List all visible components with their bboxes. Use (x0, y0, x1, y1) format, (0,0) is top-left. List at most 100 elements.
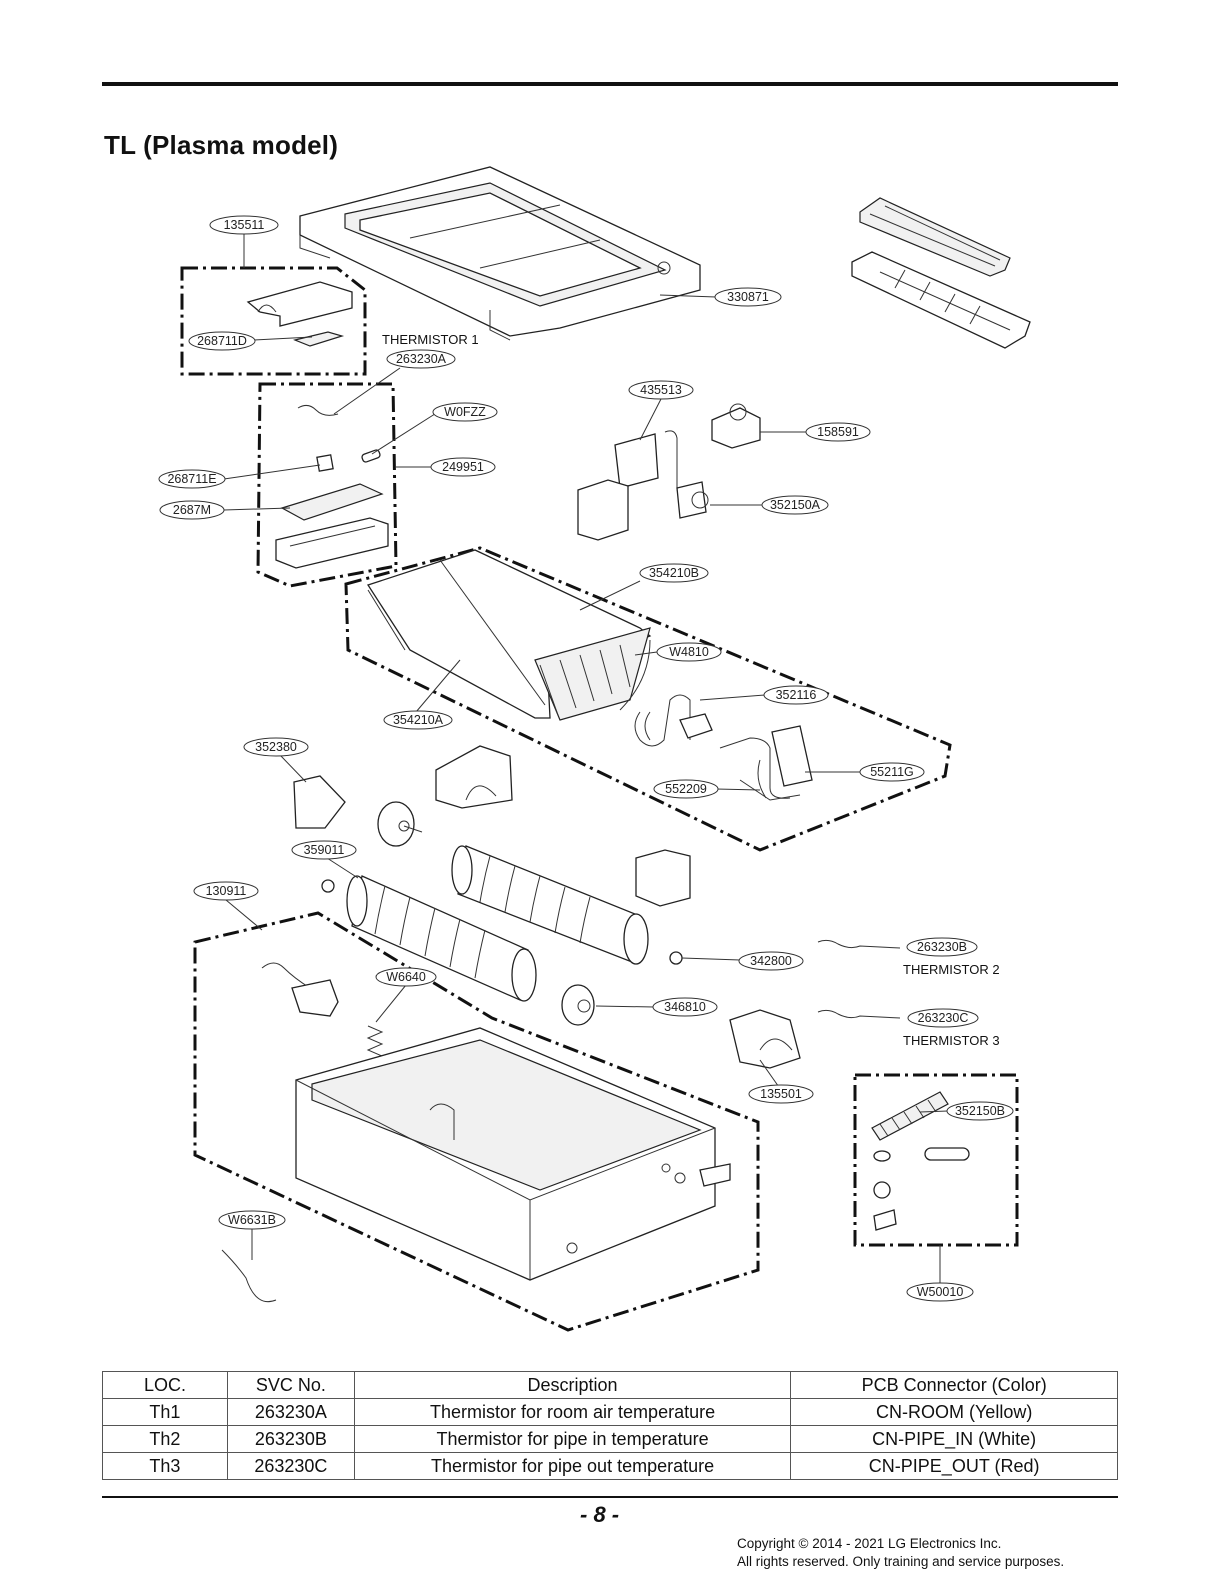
svg-text:263230A: 263230A (396, 352, 447, 366)
part-label: 263230B (906, 937, 978, 957)
part-label: 359011 (291, 840, 357, 860)
part-label: W6631B (218, 1210, 286, 1230)
part-label: W6640 (375, 967, 437, 987)
table-cell: Th2 (102, 1425, 228, 1453)
svg-text:352116: 352116 (776, 688, 817, 702)
thermistor-2-label: THERMISTOR 2 (903, 962, 1000, 977)
svg-text:352380: 352380 (255, 740, 297, 754)
pcb-assembly-drawing (275, 404, 389, 569)
svg-text:552209: 552209 (665, 782, 707, 796)
table-cell: 263230A (226, 1398, 355, 1426)
svg-text:W50010: W50010 (917, 1285, 964, 1299)
part-label: 352116 (763, 685, 829, 705)
table-header-row: LOC. SVC No. Description PCB Connector (… (102, 1371, 1118, 1399)
table-row: Th3 263230C Thermistor for pipe out temp… (102, 1452, 1118, 1480)
control-box-drawing (246, 281, 353, 347)
table-cell: Th1 (102, 1398, 228, 1426)
col-description-header: Description (353, 1371, 792, 1399)
svg-text:158591: 158591 (817, 425, 859, 439)
part-label-bubbles: 135511 268711D 330871 263230A W0FZZ 2499… (158, 215, 1014, 1302)
svg-text:249951: 249951 (442, 460, 484, 474)
right-parts-drawing (729, 939, 901, 1069)
part-label: 435513 (628, 380, 694, 400)
part-label: 552209 (653, 779, 719, 799)
col-svc-header: SVC No. (226, 1371, 355, 1399)
part-label: 55211G (859, 762, 925, 782)
svg-text:55211G: 55211G (870, 765, 914, 779)
thermistor-1-label: THERMISTOR 1 (382, 332, 479, 347)
part-label: 354210A (383, 710, 453, 730)
thermistor-table: LOC. SVC No. Description PCB Connector (… (102, 1371, 1118, 1480)
svg-text:W6631B: W6631B (228, 1213, 276, 1227)
table-cell: Th3 (102, 1452, 228, 1480)
svg-text:352150B: 352150B (955, 1104, 1005, 1118)
part-label: 135501 (748, 1084, 814, 1104)
base-pan-drawing (295, 1027, 731, 1281)
table-cell: Thermistor for room air temperature (353, 1398, 792, 1426)
copyright-line-1: Copyright © 2014 - 2021 LG Electronics I… (737, 1536, 1002, 1551)
chassis-frame-drawing (299, 166, 701, 341)
svg-text:330871: 330871 (727, 290, 769, 304)
table-cell: CN-ROOM (Yellow) (790, 1398, 1118, 1426)
filter-cover-drawing (851, 197, 1031, 349)
part-label: W50010 (906, 1282, 974, 1302)
drain-pump-drawing (577, 403, 761, 541)
svg-text:268711D: 268711D (197, 334, 247, 348)
svg-text:359011: 359011 (304, 843, 345, 857)
top-rule (102, 82, 1118, 86)
svg-text:W4810: W4810 (669, 645, 709, 659)
part-label: 135511 (209, 215, 279, 235)
accessory-kit-drawing (871, 1091, 970, 1231)
svg-text:354210A: 354210A (393, 713, 444, 727)
thermistor-3-label: THERMISTOR 3 (903, 1033, 1000, 1048)
svg-text:2687M: 2687M (173, 503, 211, 517)
evaporator-drawing (366, 549, 652, 721)
table-cell: 263230B (226, 1425, 355, 1453)
svg-text:263230C: 263230C (918, 1011, 969, 1025)
svg-text:135511: 135511 (224, 218, 265, 232)
part-label: 268711D (188, 331, 256, 351)
col-loc-header: LOC. (102, 1371, 228, 1399)
part-label: 158591 (805, 422, 871, 442)
part-label: 2687M (159, 500, 225, 520)
table-cell: 263230C (226, 1452, 355, 1480)
table-row: Th2 263230B Thermistor for pipe in tempe… (102, 1425, 1118, 1453)
part-label: 354210B (639, 563, 709, 583)
part-label: 130911 (193, 881, 259, 901)
part-label: 268711E (158, 469, 226, 489)
svg-text:342800: 342800 (750, 954, 792, 968)
part-label: 352380 (243, 737, 309, 757)
motor-and-supports-drawing (293, 745, 691, 907)
table-cell: Thermistor for pipe in temperature (353, 1425, 792, 1453)
svg-text:268711E: 268711E (167, 472, 216, 486)
part-label: 263230C (907, 1008, 979, 1028)
table-cell: Thermistor for pipe out temperature (353, 1452, 792, 1480)
bottom-rule (102, 1496, 1118, 1498)
svg-text:346810: 346810 (664, 1000, 706, 1014)
part-label: 263230A (386, 349, 456, 369)
svg-text:W0FZZ: W0FZZ (444, 405, 486, 419)
svg-text:W6640: W6640 (386, 970, 426, 984)
svg-text:354210B: 354210B (649, 566, 699, 580)
part-label: W0FZZ (432, 402, 498, 422)
crossflow-fan-drawing (321, 845, 683, 1026)
svg-text:263230B: 263230B (917, 940, 967, 954)
part-label: 342800 (738, 951, 804, 971)
page-title: TL (Plasma model) (104, 130, 339, 160)
copyright-line-2: All rights reserved. Only training and s… (737, 1554, 1065, 1569)
copyright-notice: Copyright © 2014 - 2021 LG Electronics I… (737, 1535, 1064, 1571)
col-connector-header: PCB Connector (Color) (790, 1371, 1118, 1399)
table-cell: CN-PIPE_OUT (Red) (790, 1452, 1118, 1480)
svg-text:135501: 135501 (760, 1087, 802, 1101)
svg-text:130911: 130911 (206, 884, 247, 898)
part-label: 330871 (714, 287, 782, 307)
part-label: W4810 (656, 642, 722, 662)
svg-text:435513: 435513 (640, 383, 682, 397)
refrigerant-piping-drawing (634, 694, 813, 801)
page-number: - 8 - (580, 1502, 620, 1527)
part-label: 352150B (946, 1101, 1014, 1121)
table-row: Th1 263230A Thermistor for room air temp… (102, 1398, 1118, 1426)
part-label: 352150A (761, 495, 829, 515)
part-label: 346810 (652, 997, 718, 1017)
